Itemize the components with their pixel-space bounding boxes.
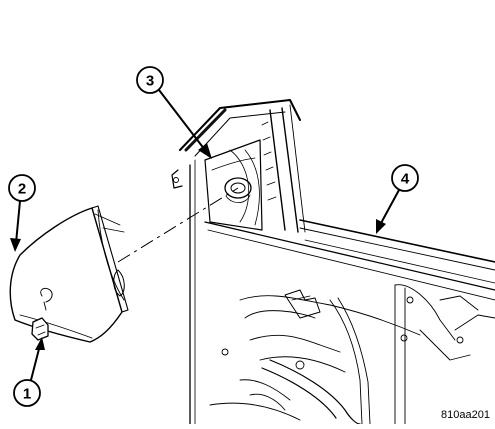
alignment-dashed-line bbox=[117, 187, 239, 263]
callout-2-label: 2 bbox=[18, 181, 26, 198]
callout-1-circle bbox=[13, 379, 41, 407]
callout-4-arrowhead bbox=[376, 219, 386, 234]
callout-3-label: 3 bbox=[146, 73, 154, 90]
callout-2-leader bbox=[15, 200, 21, 244]
callout-1: 1 bbox=[13, 337, 45, 407]
callout-3-leader bbox=[158, 89, 206, 151]
callout-3-arrowhead bbox=[198, 143, 212, 159]
callout-2-circle bbox=[8, 174, 36, 202]
callout-2-arrowhead bbox=[10, 238, 21, 252]
mirror-cover bbox=[9, 205, 129, 343]
callout-4-circle bbox=[391, 164, 419, 192]
callout-3: 3 bbox=[136, 66, 212, 159]
door-panel bbox=[189, 159, 495, 425]
callout-1-leader bbox=[30, 344, 41, 381]
callout-4: 4 bbox=[376, 164, 419, 234]
callout-1-arrowhead bbox=[35, 337, 45, 350]
callout-4-leader bbox=[379, 189, 400, 226]
figure-id-label: 810aa201 bbox=[441, 409, 490, 421]
callout-1-label: 1 bbox=[23, 386, 31, 403]
callout-3-circle bbox=[136, 66, 164, 94]
mirror-mount-sail bbox=[171, 99, 306, 233]
callout-4-label: 4 bbox=[401, 171, 410, 188]
callout-2: 2 bbox=[8, 174, 36, 252]
